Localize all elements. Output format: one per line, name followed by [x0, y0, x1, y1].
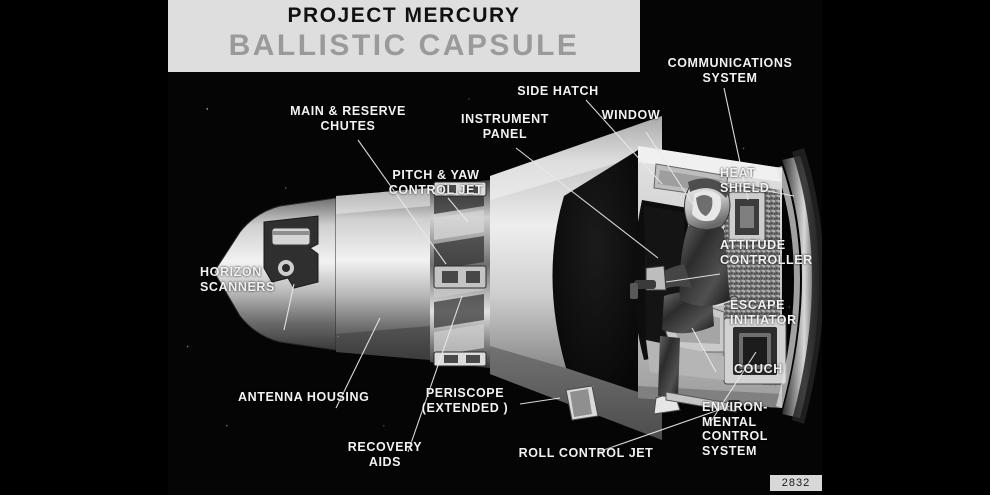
callout-periscope-extended: PERISCOPE (EXTENDED ): [421, 386, 509, 415]
leader-heat-shield: [719, 181, 795, 197]
leader-instrument-panel: [515, 147, 659, 259]
leader-attitude-controller: [665, 273, 721, 283]
callout-environmental-control-system: ENVIRON- MENTAL CONTROL SYSTEM: [702, 400, 768, 458]
leader-pitch-yaw-control-jet: [447, 197, 469, 223]
callout-pitch-yaw-control-jet: PITCH & YAW CONTROL JET: [388, 168, 484, 197]
callout-escape-initiator: ESCAPE INITIATOR: [730, 298, 797, 327]
callout-recovery-aids: RECOVERY AIDS: [347, 440, 423, 469]
leader-roll-control-jet: [597, 405, 731, 453]
negative-number-stamp: 2832: [770, 475, 822, 491]
leader-main-reserve-chutes: [357, 139, 447, 265]
callout-roll-control-jet: ROLL CONTROL JET: [518, 446, 654, 460]
callout-horizon-scanners: HORIZON SCANNERS: [200, 265, 275, 294]
callout-couch: COUCH: [734, 362, 783, 376]
leader-side-hatch: [585, 99, 663, 185]
callout-antenna-housing: ANTENNA HOUSING: [238, 390, 370, 404]
leader-escape-initiator: [715, 299, 735, 307]
leader-window: [645, 131, 699, 213]
leader-recovery-aids: [407, 295, 463, 453]
callout-instrument-panel: INSTRUMENT PANEL: [461, 112, 549, 141]
leader-horizon-scanners: [283, 283, 295, 331]
callout-side-hatch: SIDE HATCH: [517, 84, 599, 98]
callout-leader-lines: [283, 87, 795, 453]
photograph-plate: PROJECT MERCURY BALLISTIC CAPSULE MAIN &…: [168, 0, 822, 495]
callout-window: WINDOW: [601, 108, 661, 122]
leader-periscope: [519, 397, 561, 405]
callout-heat-shield: HEAT SHIELD: [720, 166, 770, 195]
title-banner: PROJECT MERCURY BALLISTIC CAPSULE: [168, 0, 640, 72]
leader-communications-system: [723, 87, 749, 201]
leader-environmental-control-system: [707, 351, 757, 427]
title-line-2: BALLISTIC CAPSULE: [228, 29, 580, 62]
title-line-1: PROJECT MERCURY: [287, 4, 521, 27]
callout-main-reserve-chutes: MAIN & RESERVE CHUTES: [290, 104, 406, 133]
callout-attitude-controller: ATTITUDE CONTROLLER: [720, 238, 813, 267]
leader-couch: [691, 327, 717, 373]
callout-communications-system: COMMUNICATIONS SYSTEM: [667, 56, 793, 85]
leader-antenna-housing: [335, 317, 381, 409]
